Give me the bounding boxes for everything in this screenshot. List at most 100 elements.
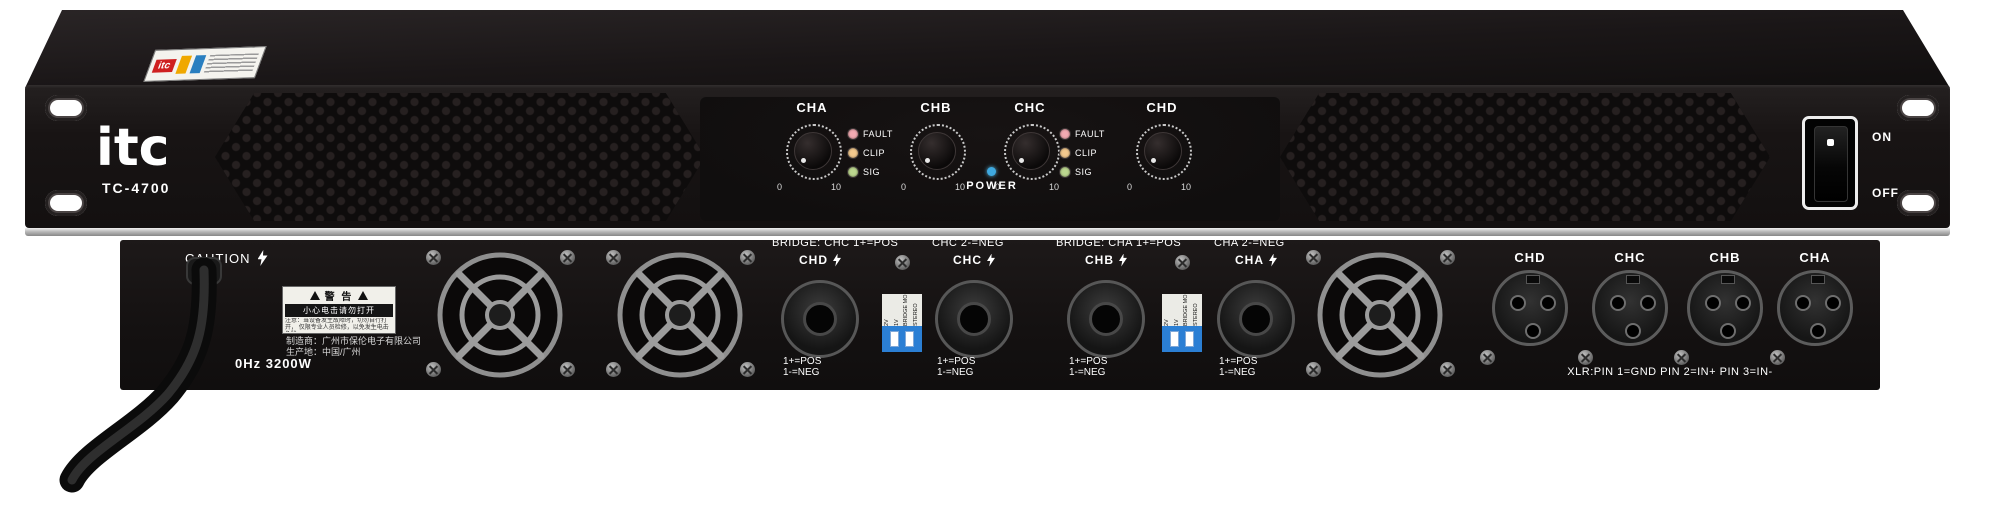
dip-slider[interactable] bbox=[890, 331, 899, 347]
speakon-latch bbox=[1239, 302, 1273, 336]
high-voltage-icon bbox=[987, 253, 995, 267]
power-rocker[interactable] bbox=[1814, 126, 1848, 202]
speakon-label: CHB bbox=[1085, 253, 1114, 267]
xlr-pin-hole bbox=[1795, 295, 1811, 311]
xlr-label: CHC bbox=[1614, 250, 1646, 265]
dip-label: BRIDGE MONO bbox=[903, 294, 910, 326]
screw-icon bbox=[1578, 350, 1593, 365]
gain-knob-cha[interactable] bbox=[794, 132, 832, 170]
clip-led-label: CLIP bbox=[1075, 147, 1098, 158]
dip-slider[interactable] bbox=[1185, 331, 1194, 347]
power-led bbox=[987, 167, 996, 176]
knob-scale-ring bbox=[1136, 124, 1192, 180]
screw-icon bbox=[740, 362, 755, 377]
model-label: TC-4700 bbox=[102, 180, 171, 196]
screw-icon bbox=[426, 362, 441, 377]
cooling-fan bbox=[1316, 251, 1444, 379]
dip-switch-body[interactable] bbox=[1162, 326, 1202, 352]
knob-indicator bbox=[1151, 158, 1156, 163]
brand-logo: itc bbox=[96, 118, 170, 178]
mode-dip-switch-1[interactable]: 2V 1V BRIDGE MONO STEREO bbox=[882, 294, 922, 354]
xlr-pin-hole bbox=[1705, 295, 1721, 311]
knob-indicator bbox=[801, 158, 806, 163]
speakon-latch bbox=[803, 302, 837, 336]
speakon-output-cha: CHA 1+=POS 1-=NEG bbox=[1211, 252, 1301, 378]
xlr-connector[interactable] bbox=[1777, 270, 1853, 346]
screw-icon bbox=[1306, 362, 1321, 377]
screw-icon bbox=[560, 250, 575, 265]
xlr-pinout-note: XLR:PIN 1=GND PIN 2=IN+ PIN 3=IN- bbox=[1567, 366, 1773, 378]
speakon-connector[interactable] bbox=[1067, 280, 1145, 358]
scale-max: 10 bbox=[831, 182, 842, 192]
speakon-connector[interactable] bbox=[935, 280, 1013, 358]
gain-knob-chd[interactable] bbox=[1144, 132, 1182, 170]
xlr-connector[interactable] bbox=[1592, 270, 1668, 346]
xlr-label: CHD bbox=[1514, 250, 1546, 265]
clip-led bbox=[1060, 147, 1070, 158]
gain-knob-chc[interactable] bbox=[1012, 132, 1050, 170]
speakon-output-chd: CHD 1+=POS 1-=NEG bbox=[775, 252, 865, 378]
xlr-pin-hole bbox=[1625, 323, 1641, 339]
dip-switch-body[interactable] bbox=[882, 326, 922, 352]
gain-knob-group-chb: CHB 0 10 bbox=[891, 100, 981, 212]
clip-led bbox=[848, 147, 858, 158]
xlr-pin-hole bbox=[1540, 295, 1556, 311]
channel-label: CHD bbox=[1146, 100, 1178, 115]
channel-label: CHC bbox=[1014, 100, 1046, 115]
dip-label: 2V bbox=[883, 319, 890, 326]
xlr-connector[interactable] bbox=[1687, 270, 1763, 346]
dip-slider[interactable] bbox=[1170, 331, 1179, 347]
scale-max: 10 bbox=[955, 182, 966, 192]
speakon-connector[interactable] bbox=[1217, 280, 1295, 358]
xlr-label: CHB bbox=[1709, 250, 1741, 265]
power-switch[interactable] bbox=[1802, 116, 1858, 210]
dip-label: STEREO bbox=[1193, 303, 1200, 326]
rack-ear-hole bbox=[45, 95, 87, 121]
warning-title: 警 告 bbox=[324, 292, 354, 303]
dip-label-plate: 2V 1V BRIDGE MONO STEREO bbox=[882, 294, 922, 326]
switch-on-label: ON bbox=[1872, 130, 1892, 144]
speakon-pos-label: 1+=POS bbox=[1219, 356, 1258, 367]
scale-min: 0 bbox=[901, 182, 907, 192]
high-voltage-icon bbox=[1269, 253, 1277, 267]
screw-icon bbox=[1440, 250, 1455, 265]
power-spec-label: 0Hz 3200W bbox=[235, 356, 312, 371]
fault-led bbox=[848, 128, 858, 139]
manufacturer-line: 制造商：广州市保伦电子有限公司 bbox=[286, 336, 422, 346]
xlr-input-chd: CHD bbox=[1491, 250, 1569, 346]
sig-led bbox=[1060, 166, 1070, 177]
gain-knob-chb[interactable] bbox=[918, 132, 956, 170]
scale-min: 0 bbox=[777, 182, 783, 192]
screw-icon bbox=[1480, 350, 1495, 365]
knob-indicator bbox=[925, 158, 930, 163]
screw-icon bbox=[1306, 250, 1321, 265]
gain-knob-group-chc: CHC 0 10 bbox=[985, 100, 1075, 212]
speakon-pos-label: 1+=POS bbox=[783, 356, 822, 367]
speakon-neg-label: 1-=NEG bbox=[937, 367, 974, 378]
screw-icon bbox=[895, 255, 910, 270]
speakon-connector[interactable] bbox=[781, 280, 859, 358]
screw-icon bbox=[426, 250, 441, 265]
screw-icon bbox=[560, 362, 575, 377]
channel-label: CHB bbox=[920, 100, 952, 115]
screw-icon bbox=[1674, 350, 1689, 365]
power-label: POWER bbox=[966, 180, 1018, 192]
speakon-label: CHC bbox=[953, 253, 982, 267]
xlr-connector[interactable] bbox=[1492, 270, 1568, 346]
gain-knob-group-chd: CHD 0 10 bbox=[1117, 100, 1207, 212]
scale-max: 10 bbox=[1181, 182, 1192, 192]
mode-dip-switch-2[interactable]: 2V 1V BRIDGE MONO STEREO bbox=[1162, 294, 1202, 354]
sig-led-label: SIG bbox=[863, 166, 881, 177]
warning-triangle-icon bbox=[309, 291, 320, 300]
dip-label-plate: 2V 1V BRIDGE MONO STEREO bbox=[1162, 294, 1202, 326]
dip-slider[interactable] bbox=[905, 331, 914, 347]
origin-line: 生产地：中国/广州 bbox=[286, 347, 361, 357]
speakon-output-chc: CHC 1+=POS 1-=NEG bbox=[929, 252, 1019, 378]
sticker-brand-text: itc bbox=[151, 58, 177, 73]
xlr-pin-hole bbox=[1735, 295, 1751, 311]
bridge-label-3: BRIDGE: CHA 1+=POS bbox=[1056, 237, 1182, 249]
xlr-input-chc: CHC bbox=[1591, 250, 1669, 346]
cooling-fan bbox=[436, 251, 564, 379]
ventilation-grille-left bbox=[215, 93, 705, 221]
